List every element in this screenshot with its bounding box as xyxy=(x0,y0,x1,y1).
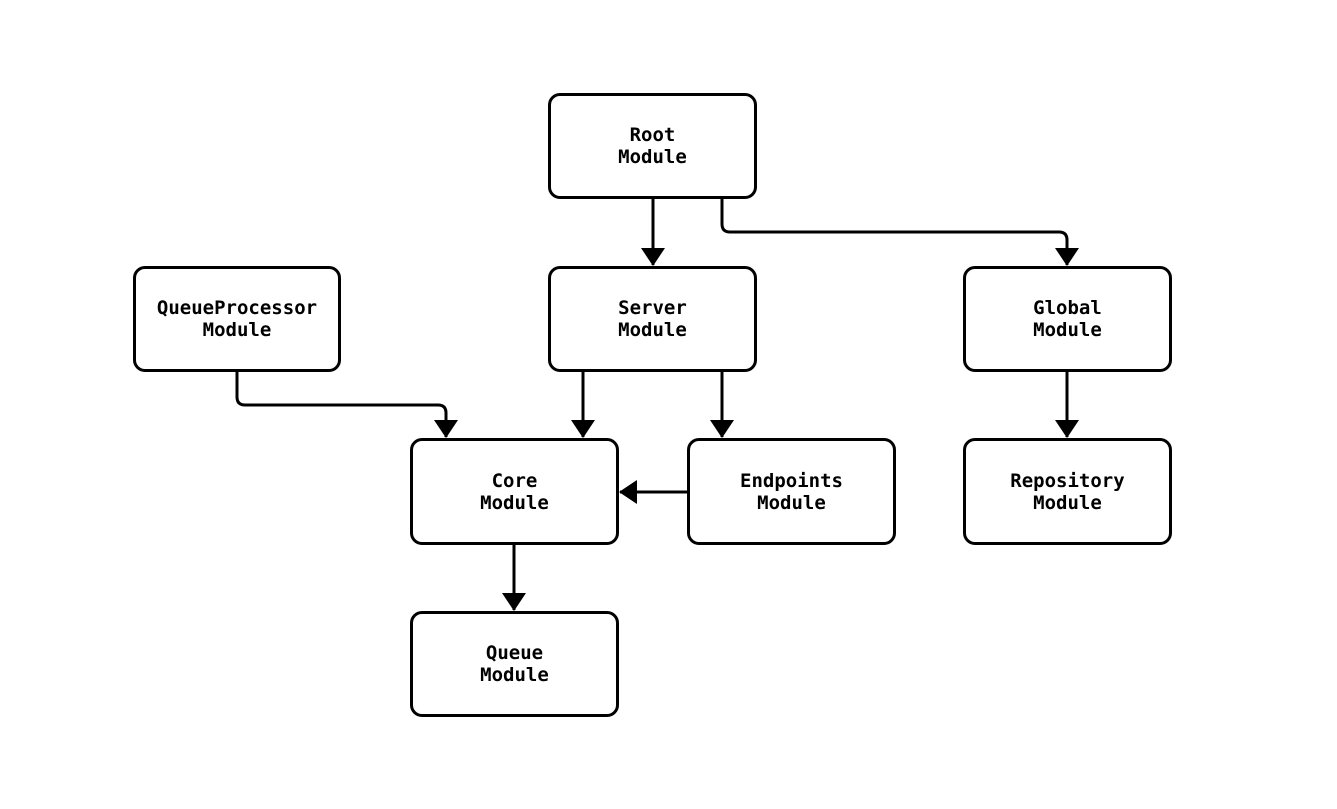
edge-root-to-global xyxy=(720,198,1079,266)
node-label: Global Module xyxy=(1033,297,1102,341)
node-endpoints-module: Endpoints Module xyxy=(687,438,896,545)
edge-queueprocessor-to-core xyxy=(235,371,458,438)
node-label: Repository Module xyxy=(1010,469,1125,514)
node-core-module: Core Module xyxy=(410,438,619,545)
node-label: Queue Module xyxy=(480,642,549,686)
node-queueprocessor-module: QueueProcessor Module xyxy=(133,266,341,372)
node-queue-module: Queue Module xyxy=(410,611,619,717)
node-label: Endpoints Module xyxy=(740,469,843,514)
node-server-module: Server Module xyxy=(548,266,757,372)
node-root-module: Root Module xyxy=(548,93,757,199)
node-repository-module: Repository Module xyxy=(963,438,1172,545)
node-label: Root Module xyxy=(618,124,687,168)
node-label: QueueProcessor Module xyxy=(156,297,318,341)
node-label: Server Module xyxy=(618,297,687,341)
node-global-module: Global Module xyxy=(963,266,1172,372)
node-label: Core Module xyxy=(480,469,549,514)
